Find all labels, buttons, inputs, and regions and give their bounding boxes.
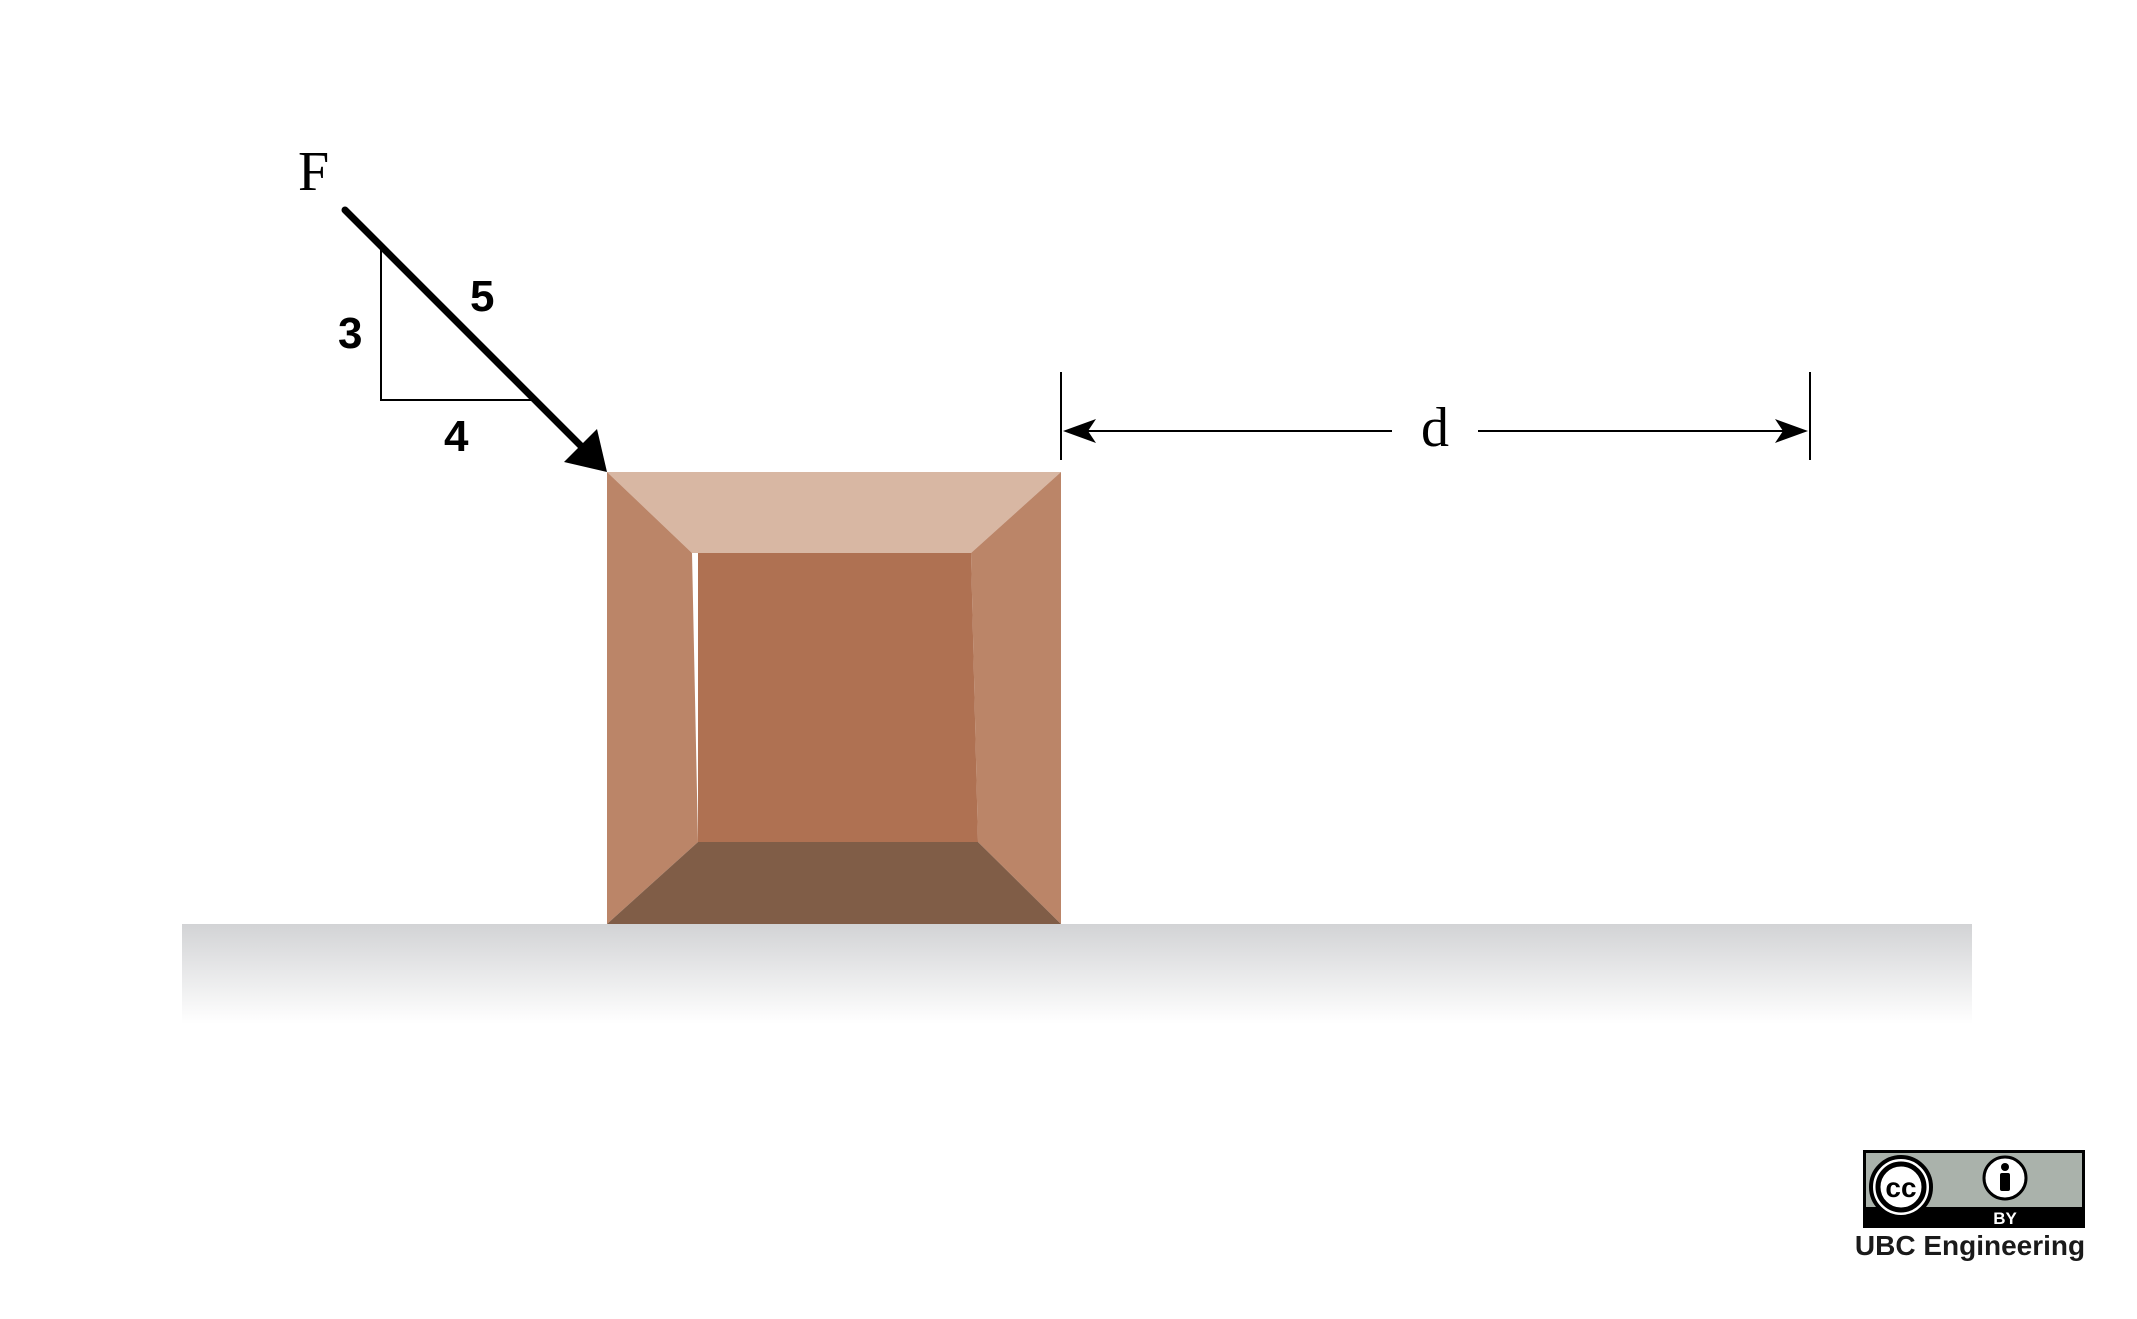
dimension-arrowhead-left: [1063, 419, 1096, 443]
credit-text: UBC Engineering: [1854, 1230, 2086, 1261]
block-bottom-face: [607, 842, 1061, 924]
license-by-label: BY: [1993, 1209, 2017, 1228]
block-right-face: [971, 472, 1061, 924]
block-top-face: [607, 472, 1061, 553]
slope-rise-label: 3: [338, 309, 362, 358]
license-badge: cc BY: [1863, 1150, 2085, 1228]
ground-surface: [182, 924, 1972, 1024]
force-arrow: [341, 206, 607, 472]
block-left-face: [607, 472, 698, 924]
force-label: F: [298, 141, 329, 203]
dimension-line: [1060, 372, 1811, 460]
svg-text:cc: cc: [1885, 1172, 1916, 1203]
block: [607, 472, 1061, 924]
slope-run-label: 4: [444, 412, 469, 461]
attribution-person-icon: [1982, 1155, 2028, 1201]
dimension-arrowhead-right: [1775, 419, 1808, 443]
slope-triangle: [380, 250, 533, 401]
dimension-label: d: [1421, 397, 1449, 459]
slope-hypotenuse-label: 5: [470, 272, 494, 321]
block-front-face: [698, 553, 978, 842]
cc-icon: cc: [1869, 1155, 1933, 1219]
